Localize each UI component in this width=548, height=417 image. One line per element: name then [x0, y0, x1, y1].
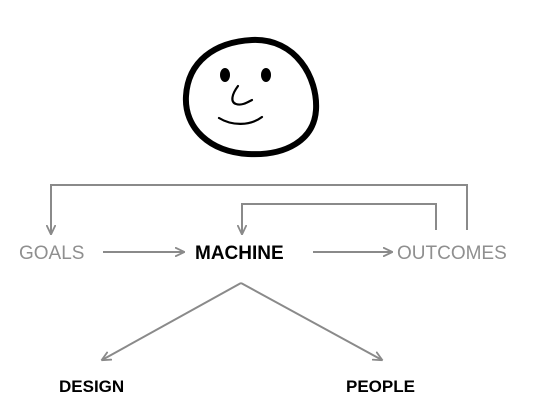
outcomes-to-goals-feedback-arrow — [51, 184, 468, 234]
smiley-face-icon — [182, 36, 320, 158]
nose — [231, 84, 254, 106]
machine-to-design-arrow — [102, 282, 242, 360]
design-label: DESIGN — [59, 377, 124, 396]
right-eye — [261, 68, 271, 82]
smile — [217, 115, 264, 125]
machine-to-people-arrow — [240, 282, 382, 360]
outcomes-label: OUTCOMES — [397, 243, 507, 264]
people-label: PEOPLE — [346, 377, 415, 396]
outcomes-to-machine-feedback-arrow — [242, 203, 437, 234]
goals-label: GOALS — [19, 243, 84, 264]
left-eye — [220, 68, 230, 82]
machine-label: MACHINE — [195, 243, 284, 264]
